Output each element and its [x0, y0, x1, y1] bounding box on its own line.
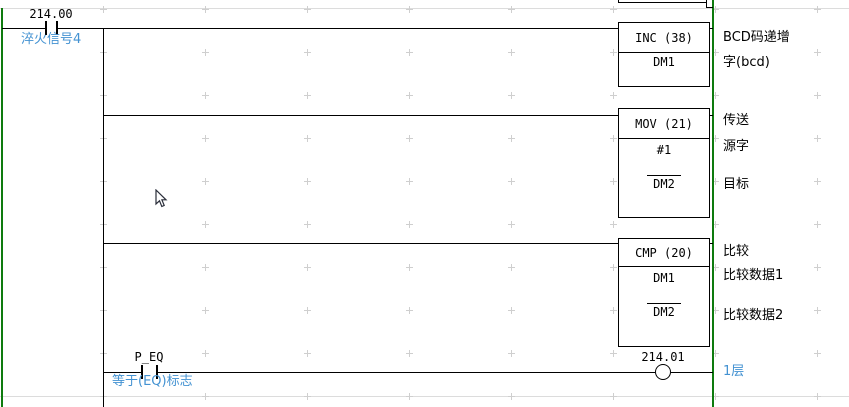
contact-comment-label: 等于(EQ)标志 — [112, 374, 193, 389]
instruction-operand[interactable]: DM1 — [653, 271, 675, 285]
instruction-description: 比较 — [723, 244, 750, 259]
instruction-mnemonic: INC (38) — [619, 23, 709, 53]
instruction-description: 源字 — [723, 139, 750, 154]
coil-comment-label: 1层 — [723, 364, 745, 379]
previous-rung-box-fragment — [706, 0, 707, 8]
previous-rung-wire-stub — [706, 7, 713, 8]
instruction-description: 比较数据2 — [723, 308, 784, 323]
rung-wire — [103, 243, 618, 244]
right-bus-bar — [712, 0, 714, 407]
coil-address-label: 214.01 — [641, 350, 685, 364]
instruction-block-inc[interactable]: INC (38) DM1 — [618, 22, 710, 87]
rung-wire — [103, 115, 618, 116]
no-contact-right-bar[interactable] — [56, 21, 58, 35]
block-output-stub — [710, 243, 713, 244]
instruction-operand[interactable]: DM2 — [619, 175, 709, 191]
instruction-description: 传送 — [723, 113, 750, 128]
block-output-stub — [710, 28, 713, 29]
instruction-block-mov[interactable]: MOV (21) #1 DM2 — [618, 108, 710, 218]
instruction-description: 字(bcd) — [723, 55, 770, 70]
instruction-mnemonic: CMP (20) — [619, 239, 709, 267]
instruction-operand[interactable]: DM2 — [619, 303, 709, 319]
instruction-block-cmp[interactable]: CMP (20) DM1 DM2 — [618, 238, 710, 347]
instruction-description: BCD码递增 — [723, 30, 790, 45]
no-contact-right-bar[interactable] — [156, 365, 158, 379]
contact-address-label: P_EQ — [134, 350, 164, 364]
rung-wire — [158, 372, 655, 373]
rung-wire — [104, 372, 141, 373]
contact-address-label: 214.00 — [29, 7, 73, 21]
instruction-operand[interactable]: #1 — [656, 143, 672, 157]
instruction-description: 比较数据1 — [723, 268, 784, 283]
no-contact-left-bar[interactable] — [45, 21, 47, 35]
rung-wire — [671, 372, 713, 373]
rung-wire — [2, 28, 45, 29]
rung-separator-bottom — [0, 396, 849, 397]
instruction-operand[interactable]: DM1 — [653, 55, 675, 69]
previous-rung-box-fragment — [618, 0, 619, 3]
mouse-cursor-icon — [155, 188, 169, 213]
rung-wire — [58, 28, 618, 29]
instruction-description: 目标 — [723, 177, 750, 192]
previous-rung-box-fragment — [618, 2, 707, 3]
branch-vertical-wire — [103, 28, 104, 407]
block-output-stub — [710, 115, 713, 116]
no-contact-left-bar[interactable] — [141, 365, 143, 379]
output-coil[interactable] — [655, 364, 671, 380]
contact-comment-label: 淬火信号4 — [21, 32, 82, 47]
left-bus-bar — [1, 8, 3, 407]
rung-separator-top — [0, 8, 849, 9]
instruction-mnemonic: MOV (21) — [619, 109, 709, 139]
